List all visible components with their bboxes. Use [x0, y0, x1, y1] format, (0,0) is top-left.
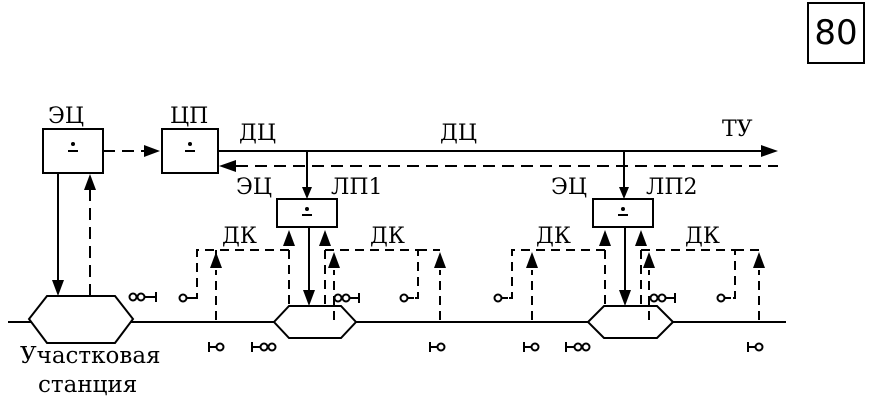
- label-dk-1: ДК: [222, 224, 257, 249]
- label-dk-3: ДК: [536, 224, 571, 249]
- signal-icon: [208, 342, 225, 352]
- signal-icon: [565, 342, 591, 352]
- arrow-ec-to-cp: [144, 145, 160, 157]
- arrow-ts: [219, 160, 236, 172]
- arrow-ec-down: [52, 280, 64, 296]
- arrow-station-up: [84, 174, 96, 190]
- station-shape: [27, 295, 135, 344]
- block-lp2: [592, 198, 654, 228]
- signal-icon: [429, 342, 446, 352]
- signal-icon: [493, 293, 508, 303]
- signal-icon: [128, 292, 157, 302]
- page-number: 80: [807, 2, 865, 64]
- crossing-lp2: [586, 305, 675, 339]
- dk-branch-2-left: [504, 249, 605, 299]
- label-dk-2: ДК: [370, 224, 405, 249]
- label-ec-main: ЭЦ: [48, 104, 84, 129]
- label-lp2: ЛП2: [646, 175, 698, 200]
- label-cp: ЦП: [170, 104, 208, 129]
- station-label-1: Участковая: [20, 343, 161, 369]
- label-ec-2: ЭЦ: [551, 175, 587, 200]
- signal-icon: [523, 342, 540, 352]
- station-label-2: станция: [38, 372, 137, 398]
- label-dc-2: ДЦ: [440, 121, 477, 146]
- label-tu: ТУ: [722, 117, 753, 142]
- label-ec-1: ЭЦ: [236, 175, 272, 200]
- dk-branch-1-left: [189, 249, 289, 299]
- dk-branch-1-right: [325, 249, 419, 299]
- block-lp1: [276, 198, 338, 228]
- dk-branch-2-right: [641, 249, 736, 299]
- signal-icon: [399, 293, 414, 303]
- crossing-lp1: [272, 305, 358, 339]
- arrow-tu: [761, 145, 778, 157]
- label-dc-1: ДЦ: [239, 121, 276, 146]
- label-dk-4: ДК: [685, 224, 720, 249]
- signal-icon: [251, 342, 277, 352]
- signal-icon: [178, 293, 193, 303]
- signal-icon: [649, 293, 676, 303]
- signal-icon: [333, 293, 360, 303]
- signal-icon: [716, 293, 731, 303]
- signal-icon: [747, 342, 764, 352]
- label-lp1: ЛП1: [331, 175, 383, 200]
